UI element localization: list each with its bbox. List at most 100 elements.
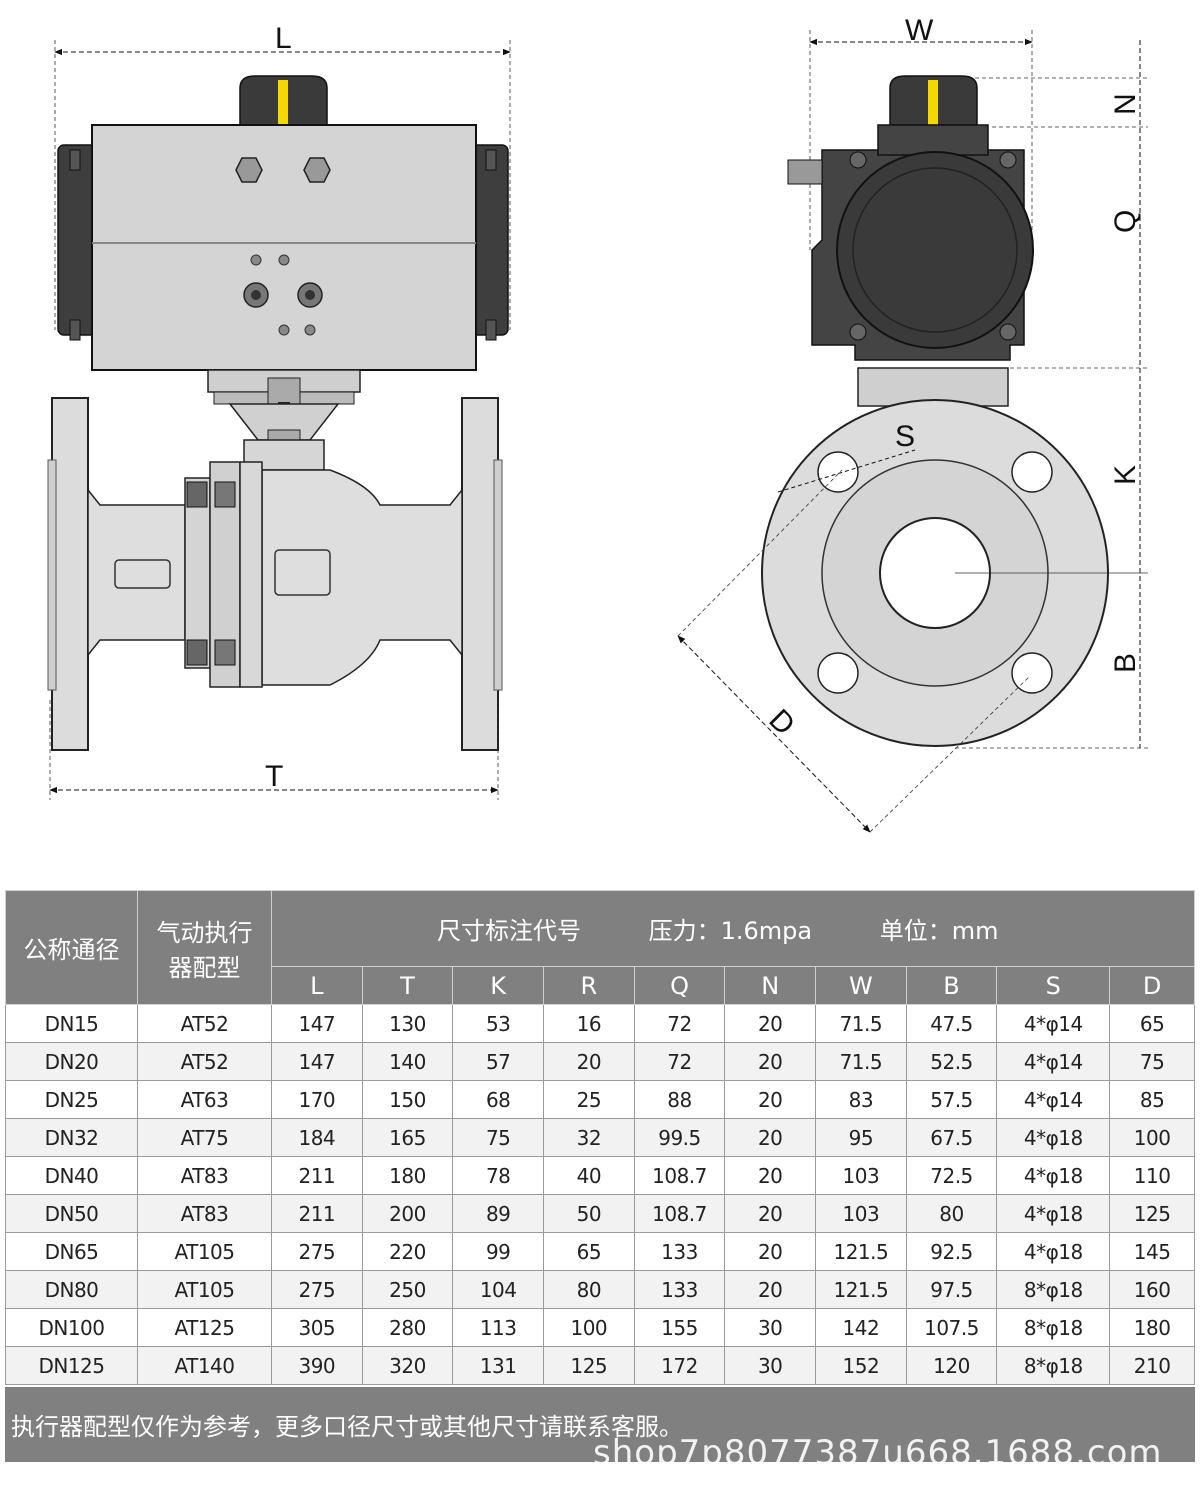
table-cell: 220 bbox=[361, 1232, 454, 1271]
table-cell: 20 bbox=[724, 1232, 817, 1271]
table-cell: DN32 bbox=[5, 1118, 138, 1157]
table-cell: 120 bbox=[905, 1346, 998, 1385]
table-cell: 75 bbox=[1109, 1042, 1195, 1081]
dim-label-N: N bbox=[1109, 93, 1142, 115]
table-cell: AT52 bbox=[136, 1004, 272, 1043]
table-cell: 68 bbox=[452, 1080, 544, 1119]
table-cell: 108.7 bbox=[633, 1194, 726, 1233]
dim-label-S: S bbox=[895, 420, 915, 453]
table-cell: 88 bbox=[633, 1080, 726, 1119]
table-cell: 20 bbox=[724, 1004, 817, 1043]
subheader-l: L bbox=[270, 966, 363, 1005]
table-cell: 142 bbox=[815, 1308, 907, 1347]
front-view: L bbox=[47, 22, 511, 800]
table-cell: 103 bbox=[815, 1194, 907, 1233]
table-cell: DN65 bbox=[5, 1232, 138, 1271]
table-cell: AT83 bbox=[136, 1194, 272, 1233]
table-cell: 172 bbox=[633, 1346, 726, 1385]
table-cell: 390 bbox=[270, 1346, 363, 1385]
table-cell: 155 bbox=[633, 1308, 726, 1347]
table-cell: DN50 bbox=[5, 1194, 138, 1233]
table-cell: 30 bbox=[724, 1346, 817, 1385]
table-cell: 65 bbox=[1109, 1004, 1195, 1043]
table-cell: 85 bbox=[1109, 1080, 1195, 1119]
subheader-d: D bbox=[1109, 966, 1195, 1005]
table-cell: 95 bbox=[815, 1118, 907, 1157]
table-cell: 133 bbox=[633, 1270, 726, 1309]
table-cell: AT125 bbox=[136, 1308, 272, 1347]
table-cell: 107.5 bbox=[905, 1308, 998, 1347]
table-cell: 8*φ18 bbox=[996, 1346, 1111, 1385]
valve-technical-drawing: L bbox=[47, 14, 1148, 833]
table-cell: 100 bbox=[1109, 1118, 1195, 1157]
dim-label-K: K bbox=[1109, 465, 1142, 485]
table-cell: 8*φ18 bbox=[996, 1308, 1111, 1347]
table-cell: 71.5 bbox=[815, 1004, 907, 1043]
table-cell: 100 bbox=[543, 1308, 635, 1347]
table-cell: 180 bbox=[361, 1156, 454, 1195]
side-view: W N Q K B S bbox=[677, 14, 1148, 833]
table-cell: DN40 bbox=[5, 1156, 138, 1195]
table-cell: 305 bbox=[270, 1308, 363, 1347]
subheader-b: B bbox=[905, 966, 998, 1005]
table-cell: 57.5 bbox=[905, 1080, 998, 1119]
subheader-q: Q bbox=[633, 966, 726, 1005]
table-cell: 72 bbox=[633, 1004, 726, 1043]
table-cell: 4*φ18 bbox=[996, 1232, 1111, 1271]
table-cell: DN125 bbox=[5, 1346, 138, 1385]
table-cell: 152 bbox=[815, 1346, 907, 1385]
table-cell: 121.5 bbox=[815, 1232, 907, 1271]
table-cell: 160 bbox=[1109, 1270, 1195, 1309]
table-cell: 20 bbox=[724, 1270, 817, 1309]
table-cell: 20 bbox=[724, 1080, 817, 1119]
table-cell: 250 bbox=[361, 1270, 454, 1309]
header-pressure: 压力：1.6mpa bbox=[648, 917, 813, 945]
table-cell: 30 bbox=[724, 1308, 817, 1347]
table-cell: 99.5 bbox=[633, 1118, 726, 1157]
table-cell: 4*φ18 bbox=[996, 1194, 1111, 1233]
table-cell: 108.7 bbox=[633, 1156, 726, 1195]
header-dimension-code: 尺寸标注代号 bbox=[436, 917, 581, 945]
table-cell: 133 bbox=[633, 1232, 726, 1271]
subheader-w: W bbox=[815, 966, 907, 1005]
table-cell: 92.5 bbox=[905, 1232, 998, 1271]
table-cell: 4*φ18 bbox=[996, 1156, 1111, 1195]
subheader-k: K bbox=[452, 966, 544, 1005]
subheader-n: N bbox=[724, 966, 817, 1005]
dim-label-Q: Q bbox=[1109, 210, 1142, 233]
dim-label-T: T bbox=[265, 760, 283, 793]
table-cell: 275 bbox=[270, 1270, 363, 1309]
table-cell: 170 bbox=[270, 1080, 363, 1119]
table-cell: 147 bbox=[270, 1042, 363, 1081]
table-cell: 97.5 bbox=[905, 1270, 998, 1309]
table-cell: 125 bbox=[1109, 1194, 1195, 1233]
table-cell: 32 bbox=[543, 1118, 635, 1157]
table-cell: DN20 bbox=[5, 1042, 138, 1081]
table-cell: 165 bbox=[361, 1118, 454, 1157]
table-cell: 104 bbox=[452, 1270, 544, 1309]
table-cell: 8*φ18 bbox=[996, 1270, 1111, 1309]
table-cell: 20 bbox=[724, 1194, 817, 1233]
table-cell: 4*φ18 bbox=[996, 1118, 1111, 1157]
table-cell: AT75 bbox=[136, 1118, 272, 1157]
table-cell: 72.5 bbox=[905, 1156, 998, 1195]
table-cell: 67.5 bbox=[905, 1118, 998, 1157]
table-cell: 113 bbox=[452, 1308, 544, 1347]
table-cell: 25 bbox=[543, 1080, 635, 1119]
header-info: 尺寸标注代号 压力：1.6mpa 单位：mm bbox=[270, 890, 1196, 967]
table-cell: 80 bbox=[905, 1194, 998, 1233]
shop-watermark: shop7p8077387u668.1688.com bbox=[593, 1433, 1163, 1462]
subheader-r: R bbox=[543, 966, 635, 1005]
table-cell: 4*φ14 bbox=[996, 1004, 1111, 1043]
table-cell: 4*φ14 bbox=[996, 1042, 1111, 1081]
table-cell: AT105 bbox=[136, 1232, 272, 1271]
subheader-s: S bbox=[996, 966, 1111, 1005]
table-cell: 121.5 bbox=[815, 1270, 907, 1309]
